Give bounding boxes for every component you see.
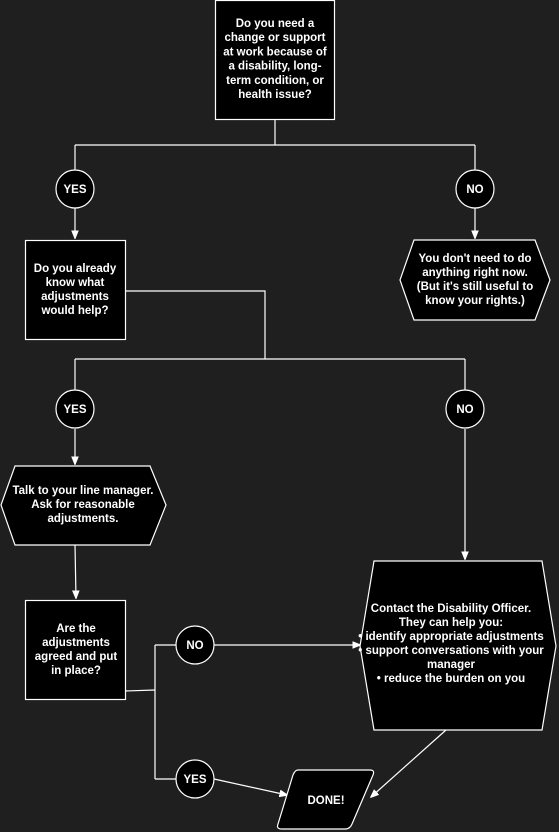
node-text-line: know what bbox=[46, 277, 105, 289]
node-text-line: would help? bbox=[40, 305, 108, 317]
node-text-line: You don't need to do bbox=[418, 253, 531, 265]
node-text-line: health issue? bbox=[238, 89, 312, 101]
node-text-line: Ask for reasonable bbox=[31, 499, 135, 511]
node-text-line: They can help you: bbox=[399, 617, 503, 629]
node-text-line: change or support bbox=[225, 32, 326, 44]
edge-officer-to-done bbox=[371, 729, 447, 797]
node-text-line: at work because of bbox=[223, 46, 327, 58]
svg-text:NO: NO bbox=[456, 404, 473, 416]
done-parallelogram: DONE! bbox=[276, 769, 375, 830]
node-text-line: agreed and put bbox=[35, 651, 118, 663]
node-text-line: Do you need a bbox=[236, 18, 315, 30]
node-text-line: a disability, long- bbox=[228, 61, 321, 73]
svg-text:NO: NO bbox=[466, 184, 483, 196]
node-text-line: (But it's still useful to bbox=[417, 281, 533, 293]
node-text-line: manager bbox=[427, 659, 475, 671]
edge-talk-to-agreed bbox=[75, 544, 76, 598]
svg-text:NO: NO bbox=[186, 640, 203, 652]
node-text-line: • reduce the burden on you bbox=[377, 673, 525, 685]
question-need-change: Do you need a change or support at work be… bbox=[214, 0, 336, 121]
edge-know-to-split bbox=[125, 290, 266, 359]
no-action-hexagon: You don't need to do anything right now. (… bbox=[399, 239, 551, 321]
yes-circle-1: YES bbox=[55, 169, 95, 209]
node-text-line: Talk to your line manager. bbox=[12, 485, 153, 497]
svg-text:Talk to your line manager.Ask: Talk to your line manager. Ask for reason… bbox=[12, 485, 153, 525]
node-text-line: term condition, or bbox=[226, 75, 324, 87]
svg-text:YES: YES bbox=[63, 404, 86, 416]
node-text-line: Are the bbox=[56, 623, 96, 635]
node-text-line: in place? bbox=[51, 665, 101, 677]
no-circle-1: NO bbox=[455, 169, 495, 209]
disability-officer-hexagon: Contact the Disability Officer. They can … bbox=[358, 560, 557, 731]
no-circle-3: NO bbox=[175, 625, 215, 665]
yes-circle-3: YES bbox=[175, 759, 215, 799]
svg-text:DONE!: DONE! bbox=[307, 795, 344, 807]
node-text-line: • support conversations with your bbox=[358, 645, 544, 657]
node-text-line: Contact the Disability Officer. bbox=[371, 603, 531, 615]
node-text-line: anything right now. bbox=[422, 267, 528, 279]
question-agreed: Are the adjustments agreed and put in place… bbox=[24, 599, 127, 701]
talk-to-manager-hexagon: Talk to your line manager. Ask for reason… bbox=[0, 465, 167, 546]
node-text-line: adjustments. bbox=[48, 513, 119, 525]
node-text-line: • identify appropriate adjustments bbox=[358, 631, 544, 643]
edge-yes3-to-done bbox=[213, 778, 287, 795]
node-text-line: Do you already bbox=[34, 263, 117, 275]
svg-text:YES: YES bbox=[63, 184, 86, 196]
node-text-line: adjustments bbox=[42, 637, 110, 649]
node-text-line: adjustments bbox=[41, 291, 109, 303]
edges bbox=[75, 120, 475, 797]
no-circle-2: NO bbox=[445, 389, 485, 429]
node-text-line: know your rights.) bbox=[425, 295, 525, 307]
svg-text:Contact the Disability Officer: Contact the Disability Officer. They can … bbox=[358, 603, 544, 685]
question-know-adjustments: Do you already know what adjustments would … bbox=[24, 239, 127, 341]
svg-text:YES: YES bbox=[183, 774, 206, 786]
edge-agreed-out bbox=[124, 689, 156, 692]
yes-circle-2: YES bbox=[55, 389, 95, 429]
